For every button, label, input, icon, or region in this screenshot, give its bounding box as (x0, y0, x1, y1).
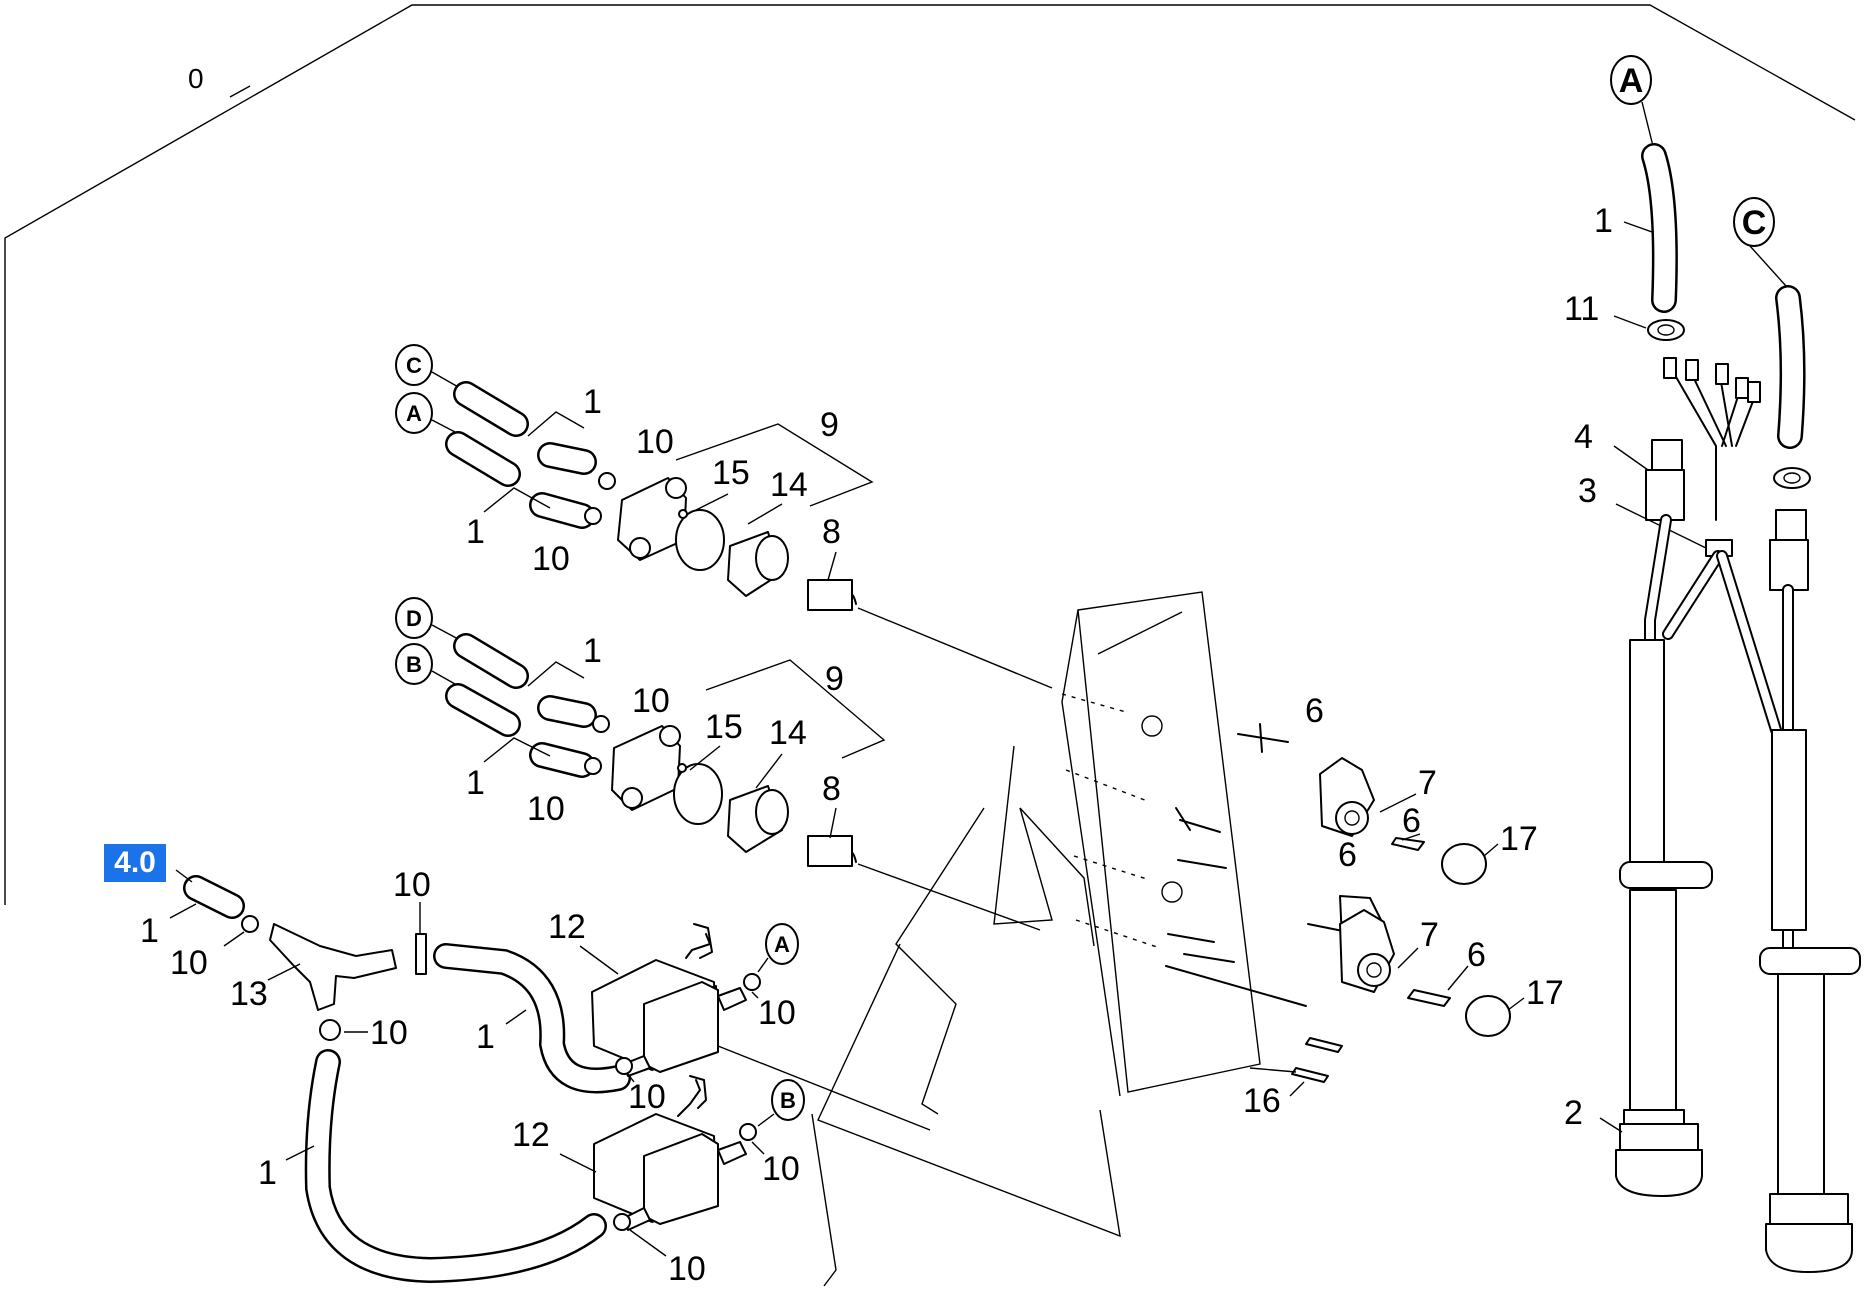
connector-b-solenoid[interactable]: B (780, 1088, 796, 1113)
connector-c-right[interactable]: C (1742, 204, 1767, 242)
callout-15-lower[interactable]: 15 (705, 708, 743, 746)
callout-1-upper-a[interactable]: 1 (583, 383, 602, 421)
connector-a-solenoid[interactable]: A (774, 932, 790, 957)
callout-10-lower-b[interactable]: 10 (527, 790, 565, 828)
solenoid-group: 1 10 13 10 10 1 1 12 10 (140, 866, 931, 1288)
callout-4[interactable]: 4 (1574, 418, 1593, 456)
callout-2[interactable]: 2 (1564, 1094, 1583, 1132)
upper-valve-group: C A 1 1 10 10 9 15 14 (395, 344, 1053, 689)
callout-10-upper-b[interactable]: 10 (532, 540, 570, 578)
callout-10-sol-a[interactable]: 10 (758, 994, 796, 1032)
callout-6-b[interactable]: 6 (1402, 802, 1421, 840)
callout-8-upper[interactable]: 8 (822, 513, 841, 551)
connector-a-upper[interactable]: A (406, 401, 422, 426)
callout-17-a[interactable]: 17 (1500, 820, 1538, 858)
highlighted-callout-badge[interactable]: 4.0 (104, 844, 166, 882)
assembly-outline (4, 4, 1856, 905)
connector-d-lower[interactable]: D (406, 606, 422, 631)
callout-10-upper-a[interactable]: 10 (636, 423, 674, 461)
connector-a-right[interactable]: A (1619, 62, 1644, 100)
callout-12-lower[interactable]: 12 (512, 1116, 550, 1154)
callout-16[interactable]: 16 (1243, 1082, 1281, 1120)
callout-1-long[interactable]: 1 (476, 1018, 495, 1056)
callout-3[interactable]: 3 (1578, 472, 1597, 510)
callout-13[interactable]: 13 (230, 975, 268, 1013)
callout-10-lower-a[interactable]: 10 (632, 682, 670, 720)
callout-0[interactable]: 0 (188, 63, 204, 94)
callout-10-sol-b[interactable]: 10 (628, 1078, 666, 1116)
lower-valve-group: D B 1 1 10 10 9 15 14 8 (395, 597, 1041, 931)
callout-14-lower[interactable]: 14 (769, 714, 807, 752)
callout-10-sol-c[interactable]: 10 (762, 1150, 800, 1188)
callout-1-lower-a[interactable]: 1 (583, 632, 602, 670)
connector-c-upper[interactable]: C (406, 353, 422, 378)
callout-6-a[interactable]: 6 (1305, 692, 1324, 730)
callout-8-lower[interactable]: 8 (822, 770, 841, 808)
callout-10-y-b[interactable]: 10 (370, 1014, 408, 1052)
callout-7-a[interactable]: 7 (1418, 764, 1437, 802)
callout-1-small[interactable]: 1 (140, 912, 159, 950)
callout-9-upper[interactable]: 9 (820, 406, 839, 444)
suction-tube-assembly: A C 1 11 4 (1564, 55, 1861, 1273)
mounting-panel: 6 6 6 6 7 7 17 17 (811, 591, 1564, 1287)
callout-1-big[interactable]: 1 (258, 1154, 277, 1192)
callout-11[interactable]: 11 (1564, 290, 1599, 328)
callout-6-c[interactable]: 6 (1338, 836, 1357, 874)
callout-6-d[interactable]: 6 (1467, 936, 1486, 974)
connector-b-lower[interactable]: B (406, 652, 422, 677)
callout-10-y-a[interactable]: 10 (170, 944, 208, 982)
callout-1-lower-b[interactable]: 1 (466, 764, 485, 802)
callout-10-pin[interactable]: 10 (393, 866, 431, 904)
callout-17-b[interactable]: 17 (1526, 974, 1564, 1012)
callout-7-b[interactable]: 7 (1420, 916, 1439, 954)
callout-9-lower[interactable]: 9 (825, 660, 844, 698)
callout-1-right[interactable]: 1 (1594, 202, 1613, 240)
callout-1-upper-b[interactable]: 1 (466, 513, 485, 551)
callout-15-upper[interactable]: 15 (712, 454, 750, 492)
callout-12-upper[interactable]: 12 (548, 908, 586, 946)
callout-10-sol-d[interactable]: 10 (668, 1250, 706, 1288)
callout-14-upper[interactable]: 14 (770, 466, 808, 504)
